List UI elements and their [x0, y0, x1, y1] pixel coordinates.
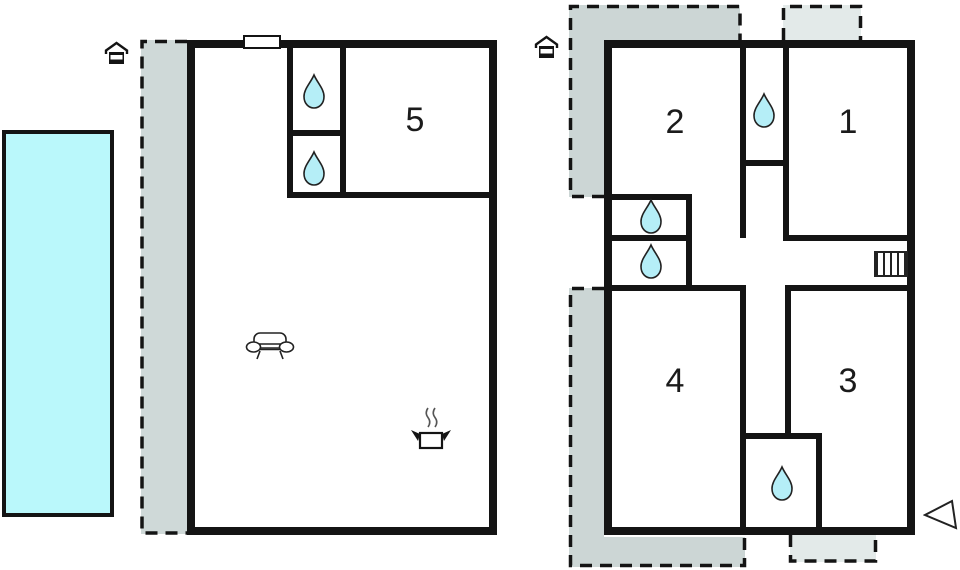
stairs-icon [874, 251, 908, 277]
room-label-3: 3 [838, 361, 858, 400]
room-label-1: 1 [838, 102, 858, 141]
wall [785, 285, 907, 291]
terrace-top-left-b [569, 40, 604, 197]
terrace-top-left-a [569, 5, 740, 40]
wall [816, 439, 822, 527]
house-entrance-icon [534, 35, 559, 58]
sofa-icon [245, 332, 295, 360]
wall [612, 194, 692, 200]
wall [740, 48, 746, 238]
north-arrow-icon [923, 499, 958, 530]
wall [740, 433, 822, 439]
terrace-top-right [783, 5, 861, 40]
wall [783, 235, 907, 241]
terrace-bottom-right [790, 535, 876, 562]
terrace-outline-top-left [568, 4, 742, 199]
swimming-pool [2, 130, 114, 517]
drop-icon [771, 465, 793, 501]
wall [740, 160, 789, 166]
terrace-outline-left-strip [140, 39, 187, 535]
terrace-outline-bottom-left [568, 286, 747, 568]
drop-icon [753, 92, 775, 128]
wall [612, 235, 692, 241]
wall [783, 48, 789, 238]
terrace-outline-bottom-right [788, 535, 878, 563]
drop-icon [303, 150, 325, 186]
wall [287, 192, 490, 198]
wall [686, 194, 692, 291]
wall [740, 291, 746, 527]
terrace-bottom-left-b [569, 537, 745, 567]
room-label-4: 4 [665, 361, 685, 400]
wall [287, 48, 293, 198]
room-label-5: 5 [405, 100, 425, 139]
cooking-pot-icon [411, 407, 451, 450]
terrace-outline-top-right [781, 4, 863, 40]
terrace-left-strip [141, 40, 187, 534]
room-label-2: 2 [665, 102, 685, 141]
wall [785, 291, 791, 437]
wall [287, 130, 346, 136]
drop-icon [303, 73, 325, 109]
terrace-bottom-left-a [569, 288, 604, 537]
wall [612, 285, 746, 291]
drop-icon [640, 243, 662, 279]
house-entrance-icon [104, 41, 129, 64]
window-marker [243, 35, 281, 49]
drop-icon [640, 198, 662, 234]
wall [340, 48, 346, 198]
